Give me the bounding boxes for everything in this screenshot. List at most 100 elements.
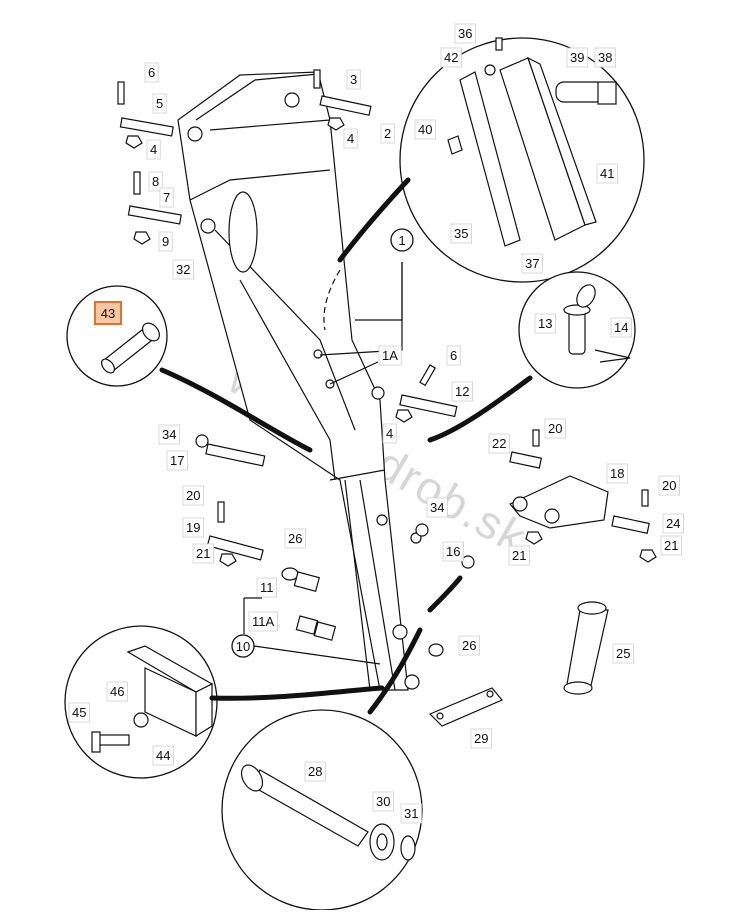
part-label-37[interactable]: 37 <box>525 256 539 271</box>
part-label-28[interactable]: 28 <box>308 764 322 779</box>
part-label-box <box>662 513 684 534</box>
part-label-box <box>144 62 159 83</box>
part-label-19[interactable]: 19 <box>186 520 200 535</box>
part-label-22[interactable]: 22 <box>492 436 506 451</box>
part-label-7[interactable]: 7 <box>163 190 170 205</box>
part-label-18[interactable]: 18 <box>610 466 624 481</box>
part-label-45[interactable]: 45 <box>72 705 86 720</box>
part-label-17[interactable]: 17 <box>170 453 184 468</box>
part-label-34[interactable]: 34 <box>162 427 176 442</box>
part-label-38[interactable]: 38 <box>598 50 612 65</box>
part-label-box <box>284 528 306 549</box>
part-label-1A[interactable]: 1A <box>382 348 398 363</box>
group-label-10: 10 <box>236 639 250 654</box>
part-label-box <box>596 163 618 184</box>
part-label-box <box>192 543 214 564</box>
part-label-20[interactable]: 20 <box>186 488 200 503</box>
part-label-box <box>660 535 682 556</box>
part-label-box <box>382 423 397 444</box>
part-label-36[interactable]: 36 <box>458 26 472 41</box>
part-label-box <box>442 541 464 562</box>
part-label-5[interactable]: 5 <box>156 96 163 111</box>
part-label-40[interactable]: 40 <box>418 122 432 137</box>
part-label-41[interactable]: 41 <box>600 166 614 181</box>
part-label-35[interactable]: 35 <box>454 226 468 241</box>
part-label-11A[interactable]: 11A <box>252 614 274 629</box>
part-label-4b[interactable]: 4 <box>347 131 354 146</box>
part-label-box <box>508 545 530 566</box>
group-marker-1: 1 <box>390 228 414 252</box>
part-label-13[interactable]: 13 <box>538 316 552 331</box>
part-label-box <box>372 791 394 812</box>
part-label-box <box>248 611 278 632</box>
part-label-42[interactable]: 42 <box>444 50 458 65</box>
part-label-box <box>446 345 461 366</box>
part-label-30[interactable]: 30 <box>376 794 390 809</box>
part-label-box <box>304 761 326 782</box>
part-label-box <box>172 259 194 280</box>
part-label-6[interactable]: 6 <box>148 65 155 80</box>
part-label-box <box>488 433 510 454</box>
part-label-box <box>451 381 473 402</box>
part-label-39[interactable]: 39 <box>570 50 584 65</box>
group-label-1: 1 <box>398 233 405 248</box>
part-label-26b[interactable]: 26 <box>462 638 476 653</box>
part-label-14[interactable]: 14 <box>614 320 628 335</box>
loose-parts <box>117 69 657 727</box>
part-label-2[interactable]: 2 <box>384 126 391 141</box>
part-label-8[interactable]: 8 <box>152 174 159 189</box>
part-label-20b[interactable]: 20 <box>548 421 562 436</box>
part-label-box <box>343 128 358 149</box>
part-label-26[interactable]: 26 <box>288 531 302 546</box>
part-label-box <box>152 93 167 114</box>
part-label-44[interactable]: 44 <box>156 748 170 763</box>
part-label-46[interactable]: 46 <box>110 684 124 699</box>
part-labels: 6 5 4 8 7 9 32 3 2 4 36 42 39 38 40 41 3… <box>68 23 684 824</box>
part-label-4[interactable]: 4 <box>150 142 157 157</box>
part-label-box <box>400 803 422 824</box>
part-label-3[interactable]: 3 <box>350 72 357 87</box>
part-label-box <box>440 47 462 68</box>
part-label-box <box>68 702 90 723</box>
part-label-24[interactable]: 24 <box>666 516 680 531</box>
part-label-box <box>606 463 628 484</box>
part-label-32[interactable]: 32 <box>176 262 190 277</box>
part-label-box <box>450 223 472 244</box>
part-label-31[interactable]: 31 <box>404 806 418 821</box>
part-label-box <box>612 643 634 664</box>
part-label-box <box>426 497 448 518</box>
detail-circle-slide-pads <box>399 37 645 283</box>
part-label-21c[interactable]: 21 <box>664 538 678 553</box>
group-marker-10: 10 <box>231 634 255 658</box>
part-label-25[interactable]: 25 <box>616 646 630 661</box>
part-label-21b[interactable]: 21 <box>512 548 526 563</box>
part-label-box <box>182 485 204 506</box>
part-label-43[interactable]: 43 <box>101 306 115 321</box>
part-43-highlight[interactable]: 43 <box>94 301 122 325</box>
part-label-box <box>106 681 128 702</box>
part-label-box <box>378 345 402 366</box>
part-label-box <box>458 635 480 656</box>
part-label-box <box>346 69 361 90</box>
part-label-box <box>148 171 163 192</box>
part-label-11[interactable]: 11 <box>260 580 274 595</box>
part-label-box <box>566 47 588 68</box>
part-label-20c[interactable]: 20 <box>662 478 676 493</box>
part-label-21[interactable]: 21 <box>196 546 210 561</box>
part-label-4c[interactable]: 4 <box>386 426 393 441</box>
part-label-6b[interactable]: 6 <box>450 348 457 363</box>
part-label-box <box>454 23 476 44</box>
part-label-box <box>594 47 616 68</box>
part-label-16[interactable]: 16 <box>446 544 460 559</box>
part-label-34b[interactable]: 34 <box>430 500 444 515</box>
part-label-box <box>158 231 173 252</box>
part-label-box <box>152 745 174 766</box>
part-label-29[interactable]: 29 <box>474 731 488 746</box>
part-label-9[interactable]: 9 <box>162 234 169 249</box>
part-label-box <box>182 517 204 538</box>
part-label-box <box>544 418 566 439</box>
part-label-box <box>470 728 492 749</box>
part-label-12[interactable]: 12 <box>455 384 469 399</box>
detail-circle-pin-43 <box>66 285 168 387</box>
